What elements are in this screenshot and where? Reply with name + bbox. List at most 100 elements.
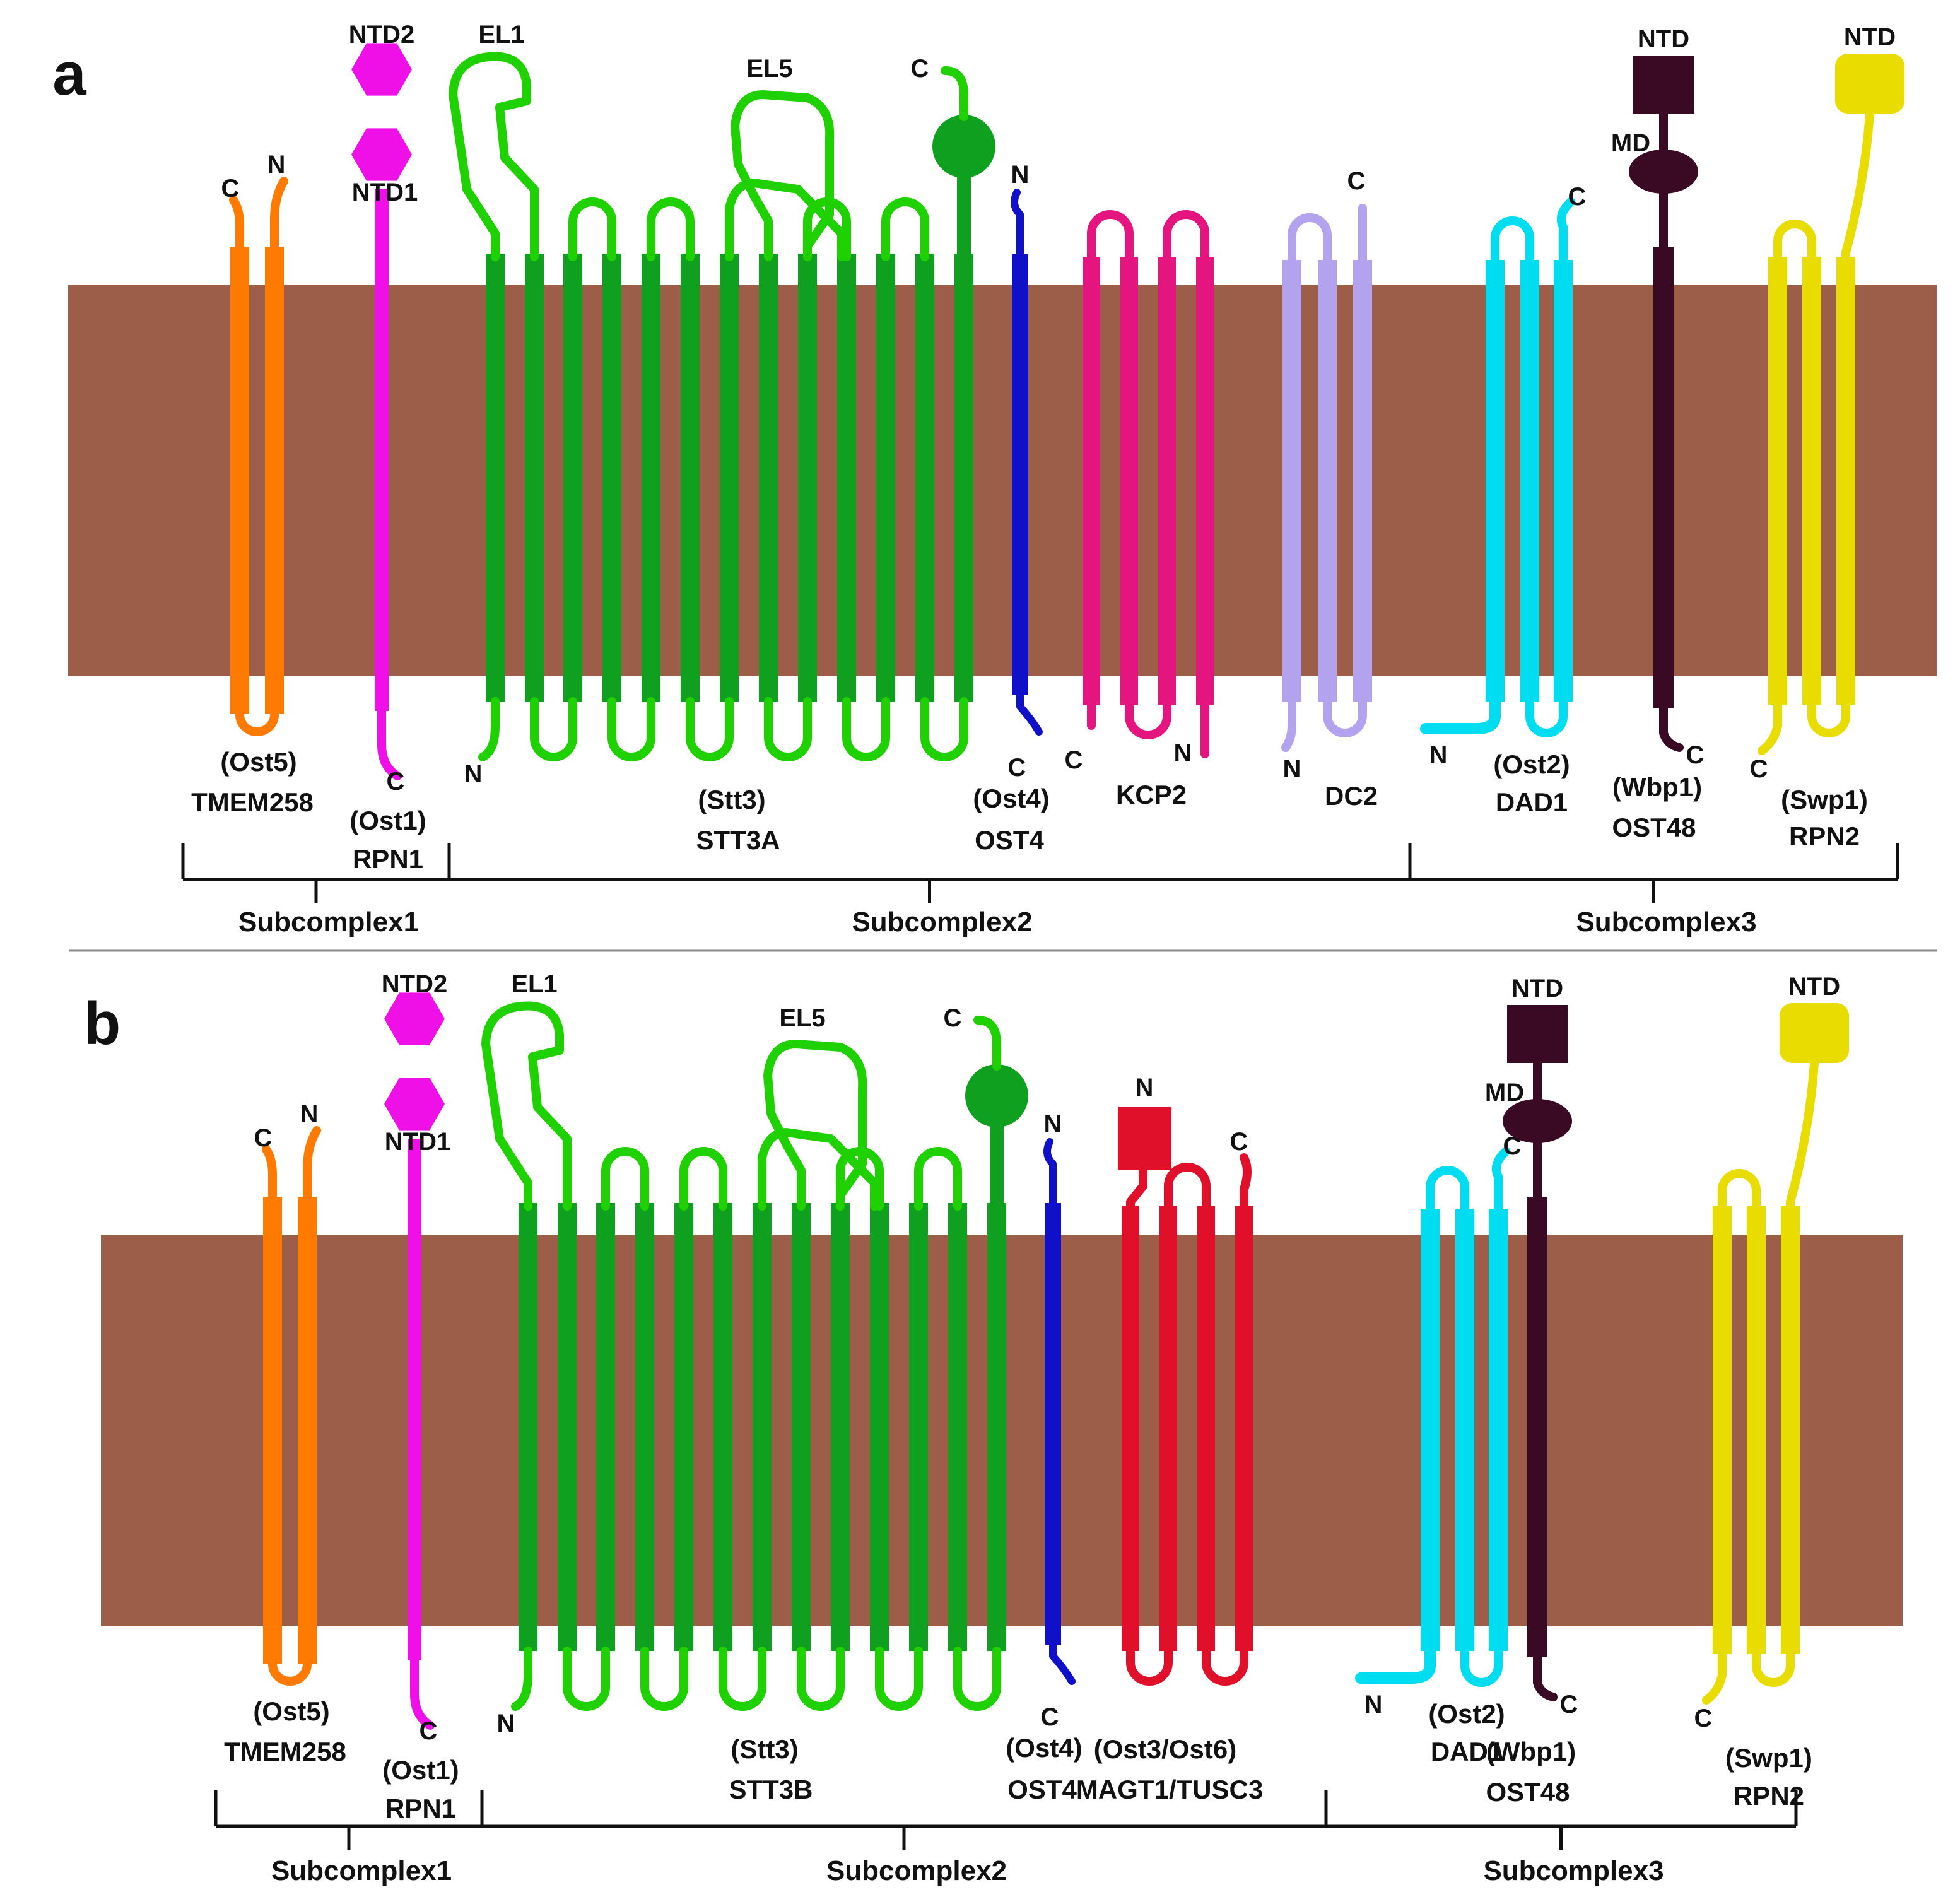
yeast-name-ost4: (Ost4) (973, 784, 1049, 813)
ntd2-domain (384, 992, 445, 1045)
n-tail (478, 697, 500, 761)
protein-name-dad1: DAD1 (1431, 1737, 1503, 1766)
n-terminus-label: N (464, 760, 483, 788)
ntd1-label: NTD1 (385, 1128, 450, 1156)
cytosolic-loop (797, 1647, 845, 1711)
el1-label: EL1 (478, 21, 524, 49)
n-terminus-label: N (1429, 741, 1448, 769)
lumenal-loop (679, 1147, 727, 1211)
c-terminus-label: C (944, 1004, 962, 1032)
protein-name-magt1-tusc3: MAGT1/TUSC3 (1076, 1775, 1263, 1804)
lumenal-loop (914, 1147, 962, 1211)
c-tail (262, 1145, 277, 1201)
yeast-name-ost2: (Ost2) (1428, 1699, 1505, 1729)
c-tail (1016, 691, 1043, 736)
protein-name-kcp2: KCP2 (1116, 780, 1187, 809)
cytosolic-loop (1126, 1647, 1173, 1686)
protein-dad1: NC(Ost2)DAD1 (1420, 183, 1586, 817)
n-linker (1126, 1166, 1147, 1214)
lumenal-loop (1773, 220, 1816, 264)
cytosolic-loop (1202, 1647, 1248, 1686)
cytosolic-loop (268, 1656, 312, 1686)
panel-b: bCN(Ost5)TMEM258NTD2NTD1C(Ost1)RPN1EL1EL… (84, 970, 1903, 1886)
c-tail (1533, 1653, 1558, 1701)
c-terminus-label: C (1230, 1128, 1248, 1156)
lumenal-loop (1163, 210, 1209, 264)
protein-name-rpn2: RPN2 (1789, 821, 1860, 851)
c-tail (1659, 703, 1684, 752)
cytosolic-loop (607, 697, 655, 761)
protein-name-stt3: STT3B (729, 1775, 813, 1804)
lumenal-loop (1164, 1163, 1211, 1214)
cytosolic-loop (1752, 1647, 1795, 1687)
subcomplex-label-3: Subcomplex3 (1576, 907, 1756, 937)
subcomplex-label-2: Subcomplex2 (826, 1855, 1007, 1886)
subcomplex-label-1: Subcomplex1 (271, 1855, 452, 1886)
n-terminus-label: N (1044, 1110, 1062, 1138)
c-terminus-label: C (1008, 754, 1026, 782)
protein-name-ost4: OST4 (1007, 1775, 1077, 1804)
protein-name-dad1: DAD1 (1496, 787, 1568, 817)
c-terminus-label: C (1750, 755, 1768, 783)
c-tail (941, 66, 968, 121)
n-terminus-label: N (1283, 755, 1301, 783)
md-domain (1629, 150, 1698, 194)
protein-name-tmem258: TMEM258 (191, 787, 314, 817)
lumenal-loop (601, 1147, 649, 1211)
cytosolic-loop (1525, 697, 1568, 737)
c-tail (1049, 1641, 1076, 1685)
protein-name-ost4: OST4 (975, 825, 1044, 855)
panel-letter-b: b (84, 990, 121, 1057)
n-tail (1281, 697, 1296, 752)
el1-loop (481, 1001, 572, 1211)
c-terminus-label: C (1560, 1691, 1578, 1718)
yeast-name-stt3: (Stt3) (731, 1734, 798, 1764)
protein-name-dc2: DC2 (1325, 781, 1378, 811)
subcomplex-brackets: Subcomplex1 Subcomplex2 Subcomplex3 (181, 843, 1899, 937)
yeast-name-ost5: (Ost5) (220, 747, 296, 777)
n-terminus-label: N (1136, 1074, 1154, 1101)
cytosolic-loop (842, 697, 890, 761)
ntd1-domain (384, 1078, 445, 1131)
protein-ost4: NC(Ost4)OST4 (1006, 1110, 1082, 1804)
protein-name-tmem258: TMEM258 (224, 1737, 346, 1766)
yeast-name-stt3: (Stt3) (698, 785, 765, 814)
n-tail (303, 1126, 321, 1201)
n-terminus-label: N (497, 1710, 515, 1737)
lumenal-loop (1288, 213, 1332, 264)
ntd-domain (1507, 1005, 1568, 1063)
c-terminus-label: C (1065, 746, 1083, 774)
n-tail (1011, 189, 1024, 257)
protein-name-ost48: OST48 (1612, 813, 1696, 842)
subcomplex-label-3: Subcomplex3 (1483, 1855, 1664, 1886)
yeast-name-swp1: (Swp1) (1781, 785, 1868, 814)
ntd2-label: NTD2 (382, 970, 447, 998)
yeast-name-wbp1: (Wbp1) (1486, 1737, 1576, 1766)
protein-name-rpn2: RPN2 (1734, 1781, 1804, 1811)
cytosolic-loop (1125, 697, 1171, 739)
yeast-name-ost5: (Ost5) (253, 1696, 329, 1726)
protein-name-rpn1: RPN1 (353, 844, 423, 874)
lumenal-loop (881, 197, 929, 261)
subcomplex-label-2: Subcomplex2 (852, 907, 1032, 937)
panel-letter-a: a (52, 40, 86, 108)
el5-label: EL5 (746, 55, 792, 83)
c-tail (410, 1656, 435, 1730)
el1-loop (449, 52, 539, 261)
cytosolic-loop (764, 697, 812, 761)
ntd-label: NTD (1638, 25, 1689, 53)
c-terminal-domain (965, 1064, 1028, 1127)
ntd1-domain (351, 128, 412, 181)
ntd-label: NTD (1788, 973, 1840, 1001)
subcomplex-brackets: Subcomplex1 Subcomplex2 Subcomplex3 (214, 1790, 1798, 1886)
n-tail (1043, 1138, 1057, 1207)
ntd2-label: NTD2 (349, 21, 414, 49)
subcomplex-label-1: Subcomplex1 (238, 907, 419, 937)
cytosolic-loop (1323, 697, 1367, 737)
ntd1-label: NTD1 (352, 179, 418, 206)
